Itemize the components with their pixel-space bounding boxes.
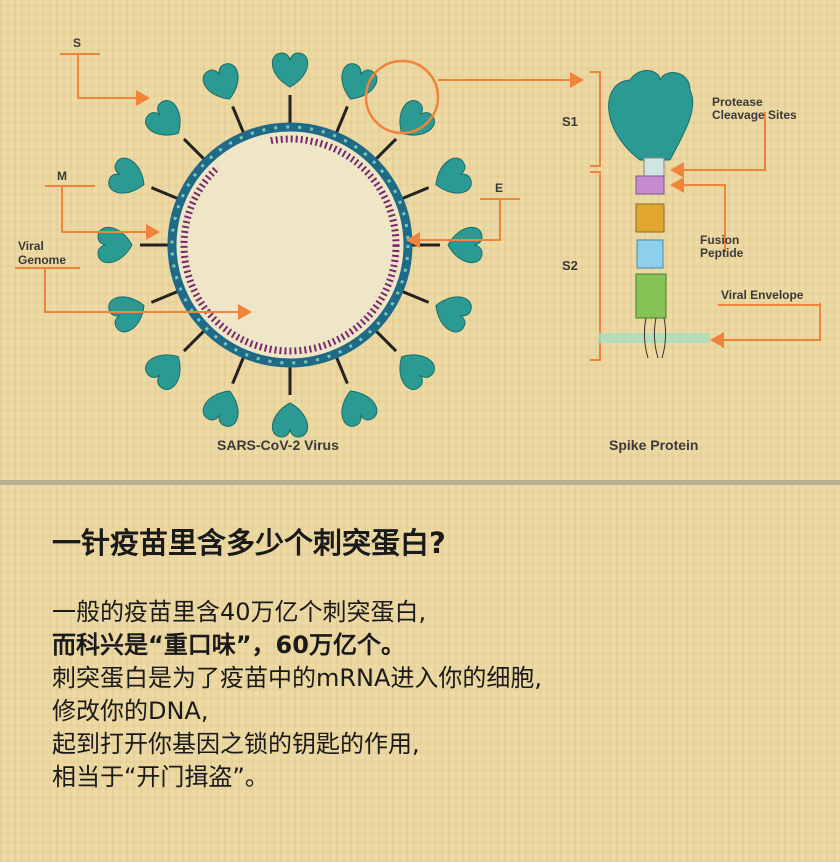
- label-fusion-2: Peptide: [700, 246, 744, 260]
- label-viral-genome-2: Genome: [18, 253, 66, 267]
- text-content: 一针疫苗里含多少个刺突蛋白? 一般的疫苗里含40万亿个刺突蛋白, 而科兴是“重口…: [52, 520, 542, 794]
- spike: [145, 100, 207, 162]
- spike: [272, 365, 308, 438]
- spike: [400, 289, 472, 333]
- callout-arrows: [15, 53, 821, 361]
- label-viral-envelope: Viral Envelope: [721, 288, 804, 302]
- label-protease-2: Cleavage Sites: [712, 108, 797, 122]
- spike: [108, 289, 180, 333]
- spike: [272, 52, 308, 125]
- text-line-6: 相当于“开门揖盗”。: [52, 763, 269, 791]
- label-m: M: [57, 169, 67, 183]
- spike: [108, 157, 180, 201]
- label-protease-1: Protease: [712, 95, 763, 109]
- label-s1: S1: [562, 114, 578, 129]
- spike-protein: [598, 70, 710, 359]
- highlight-circle: [364, 59, 440, 135]
- spike: [145, 328, 207, 390]
- spike: [334, 355, 378, 427]
- label-viral-genome-1: Viral: [18, 239, 44, 253]
- spike: [410, 227, 483, 263]
- spike-caption: Spike Protein: [609, 437, 698, 453]
- label-e: E: [495, 181, 503, 195]
- text-line-1: 一般的疫苗里含40万亿个刺突蛋白,: [52, 598, 427, 626]
- text-line-4: 修改你的DNA,: [52, 697, 209, 725]
- spike: [202, 63, 246, 135]
- spike: [202, 355, 246, 427]
- spike: [400, 157, 472, 201]
- text-line-3: 刺突蛋白是为了疫苗中的mRNA进入你的细胞,: [52, 664, 543, 692]
- text-line-5: 起到打开你基因之锁的钥匙的作用,: [52, 730, 420, 758]
- question-heading: 一针疫苗里含多少个刺突蛋白?: [52, 526, 446, 560]
- virus-caption: SARS-CoV-2 Virus: [217, 437, 339, 453]
- spike: [373, 328, 435, 390]
- virus-spikes: [97, 52, 483, 438]
- label-fusion-1: Fusion: [700, 233, 739, 247]
- spike: [373, 100, 435, 162]
- diagram-svg: S M Viral Genome E S1 S2 Protease Cleava…: [15, 36, 821, 453]
- coronavirus-diagram: S M Viral Genome E S1 S2 Protease Cleava…: [0, 36, 840, 485]
- spike: [334, 63, 378, 135]
- label-s: S: [73, 36, 81, 50]
- label-s2: S2: [562, 258, 578, 273]
- text-line-2: 而科兴是“重口味”，60万亿个。: [52, 631, 405, 659]
